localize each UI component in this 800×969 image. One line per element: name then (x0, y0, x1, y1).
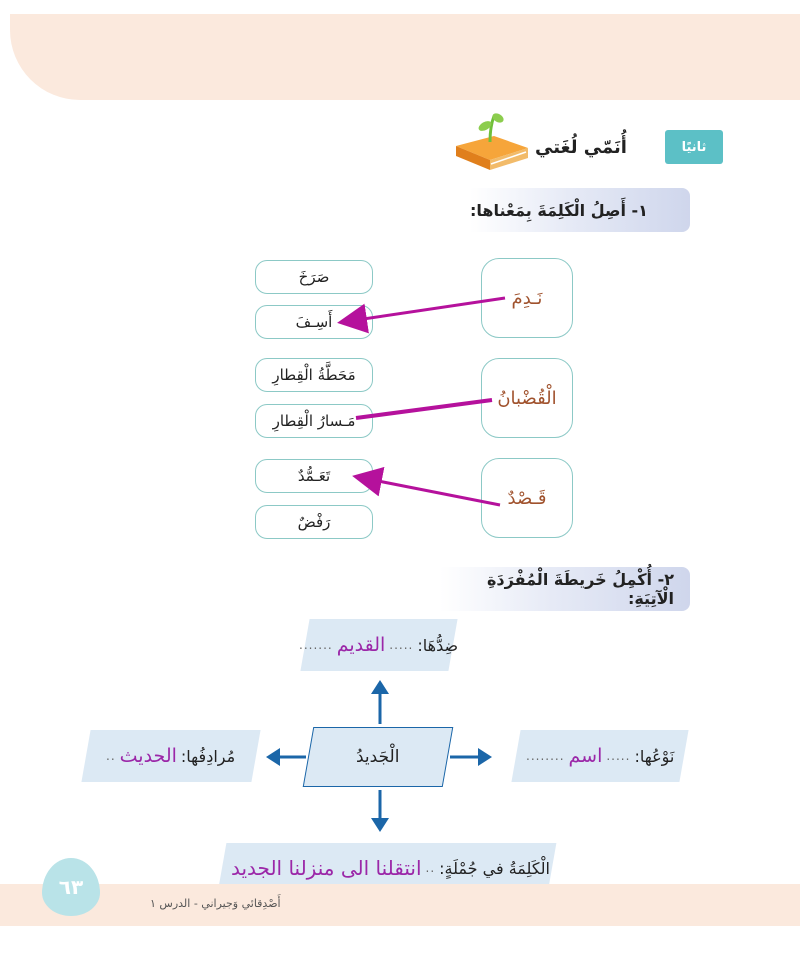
match-line-1 (337, 296, 506, 334)
arrow-down-head (371, 818, 389, 832)
page-number: ٦٣ (42, 858, 100, 916)
match-line-3 (352, 466, 501, 507)
word-box-qasd[interactable]: قَـصْدٌ (481, 458, 573, 538)
section-badge: ثانيًا (665, 130, 723, 164)
book-plant-icon (456, 113, 528, 170)
sentence-label: الْكَلِمَةُ في جُمْلَةٍ: (439, 858, 550, 878)
sentence-answer[interactable]: انتقلنا الى منزلنا الجديد (230, 856, 422, 880)
question-2-instruction: ٢- أُكْمِلُ خَريطَةَ الْمُفْرَدَةِ الْآت… (440, 567, 690, 611)
footer-lesson-label: أَصْدِقائي وَجيراني - الدرس ١ (150, 897, 281, 910)
option-train-station[interactable]: مَحَطَّةُ الْقِطارِ (255, 358, 373, 392)
bottom-decorative-band (0, 884, 800, 926)
top-decorative-band (10, 14, 800, 100)
question-1-instruction: ١- أَصِلُ الْكَلِمَةَ بِمَعْناها: (470, 188, 690, 232)
match-line-2 (355, 398, 493, 420)
option-rafd[interactable]: رَفْضٌ (255, 505, 373, 539)
option-sarakha[interactable]: صَرَخَ (255, 260, 373, 294)
arrow-left-head (266, 748, 280, 766)
sentence-row: الْكَلِمَةُ في جُمْلَةٍ: .. انتقلنا الى … (140, 848, 550, 888)
arrow-up-head (371, 680, 389, 694)
word-box-qudban[interactable]: الْقُضْبانُ (481, 358, 573, 438)
option-train-track[interactable]: مَـسارُ الْقِطارِ (255, 404, 373, 438)
section-title: أُنَمّي لُغَتي (535, 136, 627, 158)
arrow-right-head (478, 748, 492, 766)
dots: .. (425, 861, 436, 875)
